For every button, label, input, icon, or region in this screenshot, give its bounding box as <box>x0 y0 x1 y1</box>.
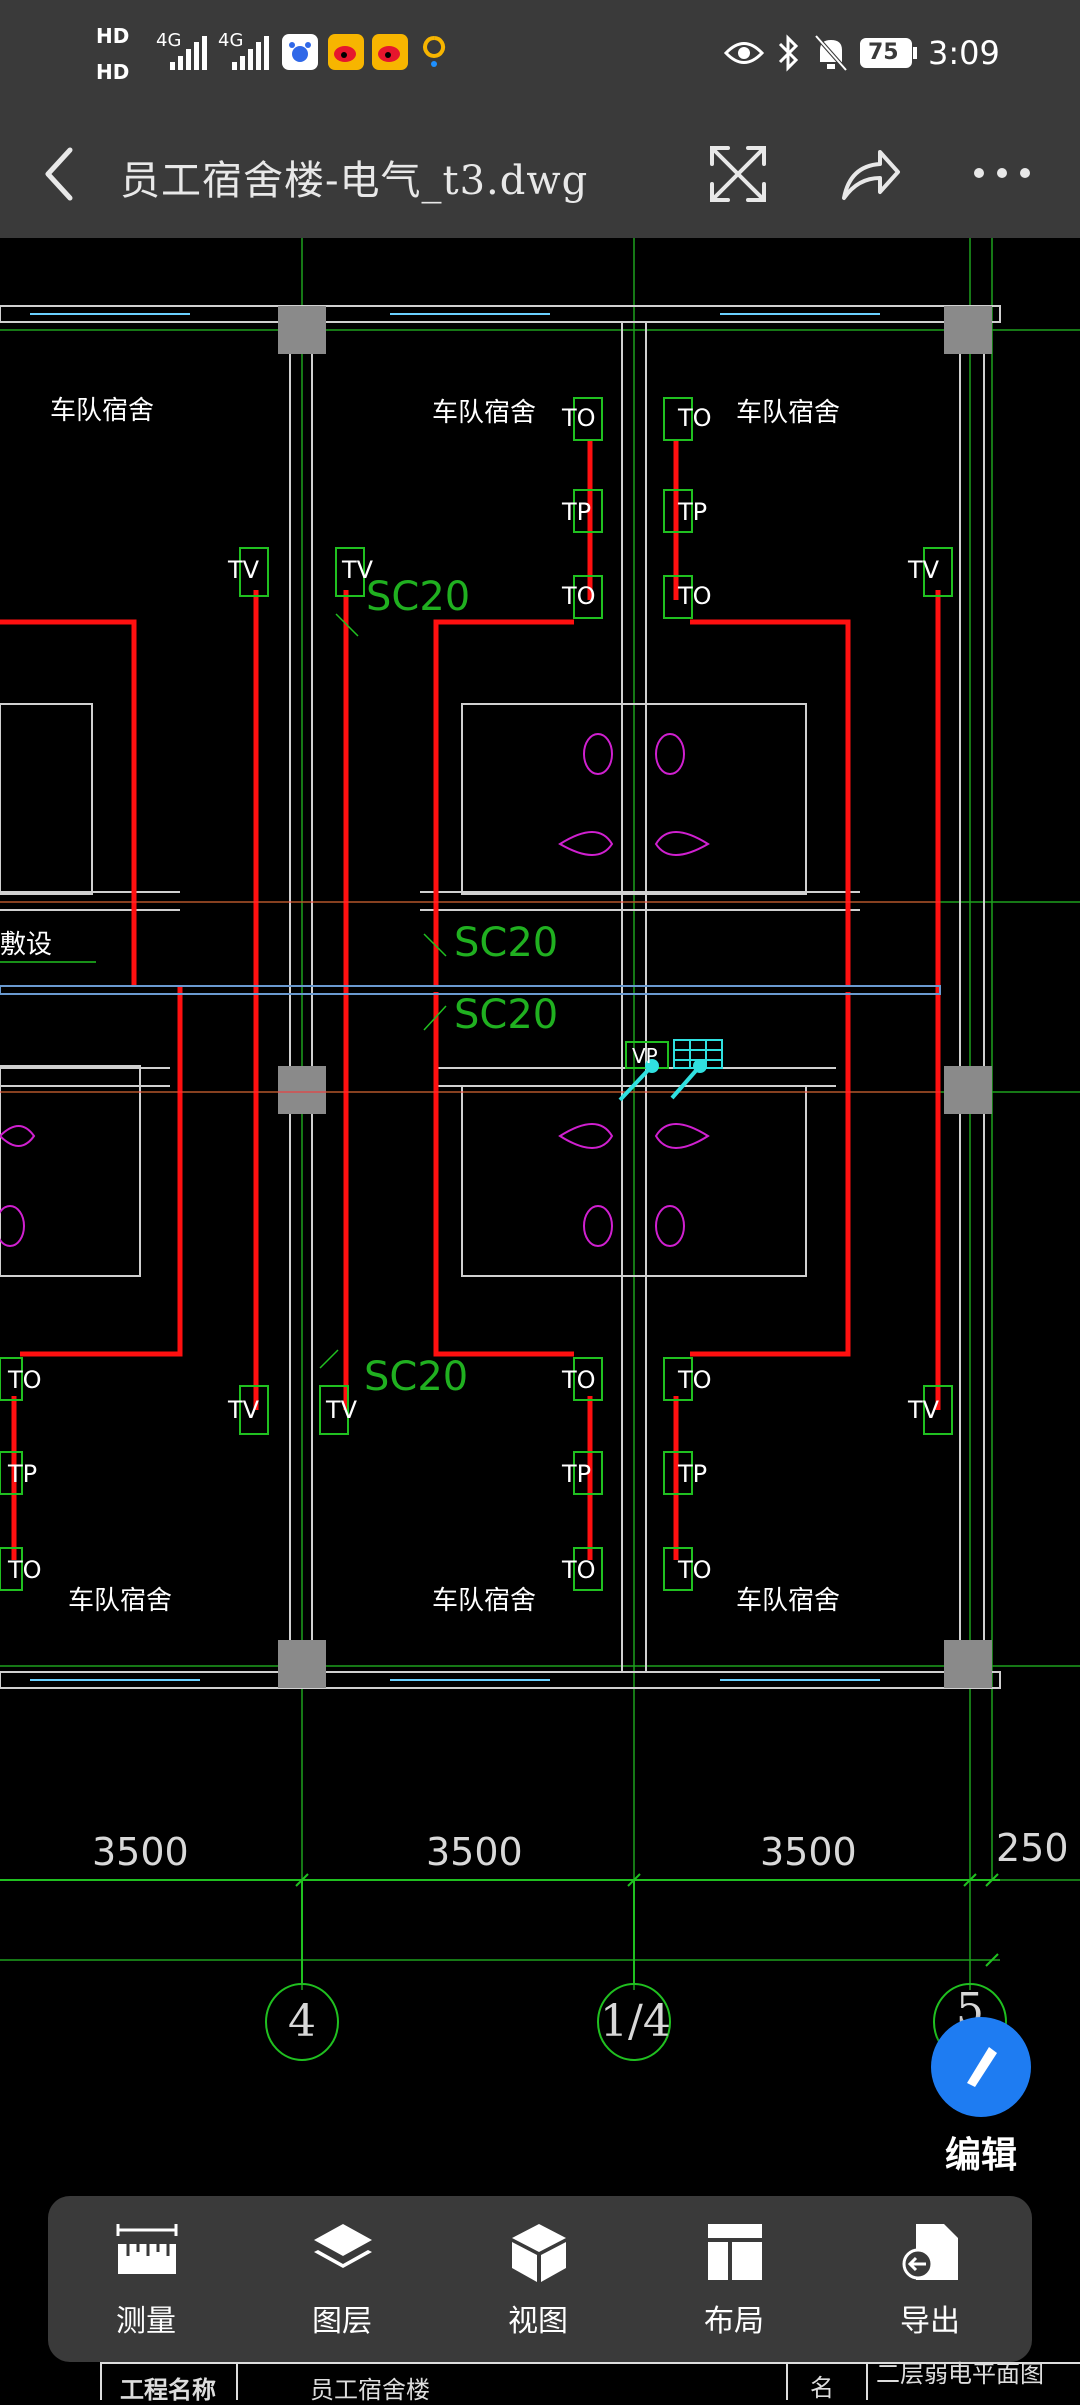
project-name-label: 工程名称 <box>120 2376 216 2404</box>
dimension-label: 3500 <box>426 1830 523 1874</box>
outlet-boxes <box>0 397 953 1591</box>
outlet-to-label: TO <box>678 1366 712 1394</box>
layout-button[interactable]: 布局 <box>636 2196 832 2362</box>
conduit-label: SC20 <box>454 992 559 1038</box>
laying-note: 敷设 <box>0 930 53 960</box>
outlet-tv-label: TV <box>342 556 374 584</box>
drawing-title: 二层弱电平面图 <box>876 2360 1044 2388</box>
room-label: 车队宿舍 <box>50 396 155 426</box>
title-block-strip: 工程名称 员工宿舍楼 名 <box>0 2362 1080 2404</box>
outlet-tp-label: TP <box>8 1460 38 1488</box>
file-name: 员工宿舍楼-电气_t3.dwg <box>120 158 589 204</box>
outlet-vp-label: VP <box>632 1044 658 1068</box>
outlet-to-label: TO <box>678 404 712 432</box>
outlet-to-label: TO <box>678 1556 712 1584</box>
dimension-label: 3500 <box>760 1830 857 1874</box>
layers-label: 图层 <box>312 2304 372 2339</box>
dimension-label: 3500 <box>92 1830 189 1874</box>
battery-icon <box>860 38 917 68</box>
bluetooth-icon <box>778 34 799 72</box>
view-button[interactable]: 视图 <box>440 2196 636 2362</box>
measure-label: 测量 <box>116 2304 176 2339</box>
battery-level: 75 <box>868 40 899 65</box>
fullscreen-icon[interactable] <box>708 144 768 204</box>
outlet-tv-label: TV <box>228 1396 260 1424</box>
outlet-to-label: TO <box>562 1366 596 1394</box>
export-label: 导出 <box>900 2304 960 2339</box>
net1-label: 4G <box>156 30 182 51</box>
export-button[interactable]: 导出 <box>832 2196 1028 2362</box>
room-label: 车队宿舍 <box>432 398 537 428</box>
outlet-tp-label: TP <box>678 498 708 526</box>
room-label: 车队宿舍 <box>432 1586 537 1616</box>
outlet-tp-label: TP <box>678 1460 708 1488</box>
outlet-to-label: TO <box>562 404 596 432</box>
status-bar: HD HD 4G 4G 75 <box>0 0 1080 110</box>
assistant-icon <box>423 36 446 67</box>
pencil-icon <box>967 2047 997 2087</box>
outlet-tv-label: TV <box>228 556 260 584</box>
clock: 3:09 <box>928 34 1000 72</box>
room-label: 车队宿舍 <box>68 1586 173 1616</box>
weibo-icon <box>328 34 364 70</box>
outlet-to-label: TO <box>678 582 712 610</box>
eye-icon <box>724 42 764 64</box>
hd1-badge: HD <box>96 24 130 48</box>
weibo-icon-2 <box>372 34 408 70</box>
measure-button[interactable]: 测量 <box>48 2196 244 2362</box>
walls <box>0 305 1001 1689</box>
layout-icon <box>708 2224 762 2280</box>
outlet-tp-label: TP <box>562 1460 592 1488</box>
room-label: 车队宿舍 <box>736 1586 841 1616</box>
share-icon[interactable] <box>840 148 902 202</box>
dimension-label: 250 <box>996 1826 1069 1870</box>
grid-lines <box>0 238 1080 1990</box>
ruler-icon <box>116 2224 178 2274</box>
signal2-icon <box>232 36 269 70</box>
outlet-tv-label: TV <box>908 1396 940 1424</box>
mute-icon <box>814 34 848 72</box>
outlet-to-label: TO <box>562 1556 596 1584</box>
name-label: 名 <box>810 2374 834 2402</box>
title-bar <box>0 110 1080 238</box>
outlet-to-label: TO <box>8 1556 42 1584</box>
edit-button[interactable] <box>931 2017 1031 2117</box>
vp-junction <box>618 1039 723 1102</box>
axis-label: 4 <box>288 1996 316 2047</box>
hd2-badge: HD <box>96 60 130 84</box>
view-label: 视图 <box>508 2304 568 2339</box>
axis-label: 1/4 <box>600 1996 671 2047</box>
edit-label: 编辑 <box>944 2135 1017 2176</box>
dimension-line <box>0 1873 1000 1967</box>
conduit-label: SC20 <box>364 1354 469 1400</box>
columns <box>278 306 992 1688</box>
leader-lines <box>0 613 447 1369</box>
outlet-to-label: TO <box>562 582 596 610</box>
project-name-value: 员工宿舍楼 <box>310 2376 430 2404</box>
cable-tray <box>0 901 941 1093</box>
layers-icon <box>314 2224 372 2268</box>
layout-label: 布局 <box>704 2304 764 2339</box>
outlet-tp-label: TP <box>562 498 592 526</box>
net2-label: 4G <box>218 30 244 51</box>
layers-button[interactable]: 图层 <box>244 2196 440 2362</box>
cube-icon <box>512 2224 566 2282</box>
back-icon[interactable] <box>40 146 80 202</box>
baidu-icon <box>282 34 318 70</box>
red-cabling <box>0 440 941 1560</box>
outlet-tv-label: TV <box>326 1396 358 1424</box>
sanitary-fixtures <box>0 733 710 1247</box>
conduit-label: SC20 <box>366 574 471 620</box>
cad-drawing-canvas[interactable] <box>0 238 1080 2400</box>
signal1-icon <box>170 36 207 70</box>
more-icon[interactable] <box>972 166 1032 180</box>
outlet-to-label: TO <box>8 1366 42 1394</box>
export-icon <box>902 2224 958 2280</box>
conduit-label: SC20 <box>454 920 559 966</box>
outlet-tv-label: TV <box>908 556 940 584</box>
bottom-toolbar: 测量 图层 视图 布局 导出 <box>48 2196 1032 2362</box>
room-label: 车队宿舍 <box>736 398 841 428</box>
